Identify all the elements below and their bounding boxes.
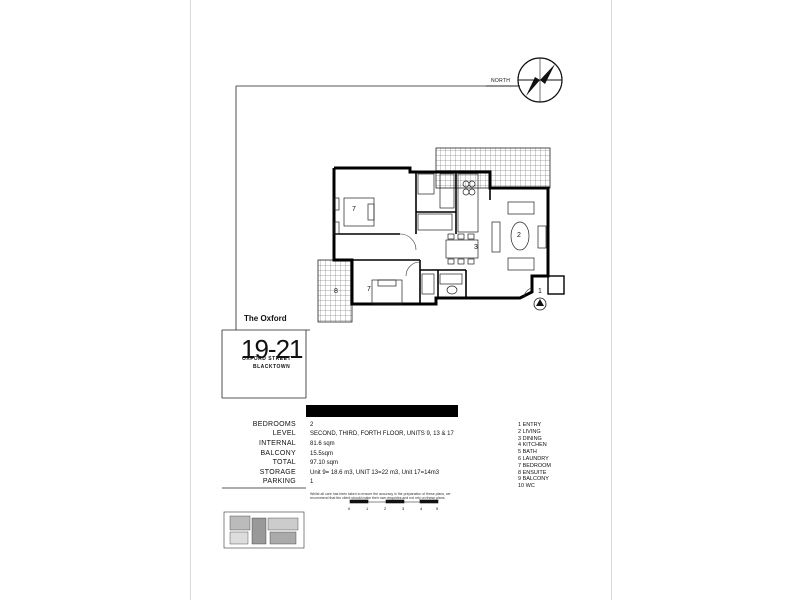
legend-item: 5 BATH (518, 449, 537, 456)
street-number: 19-21 (241, 334, 303, 364)
legend-item: 8 ENSUITE (518, 469, 547, 476)
bathroom-fixtures (421, 273, 463, 295)
compass-rose-icon (486, 57, 563, 103)
room-label-balcony: 8 (334, 288, 338, 295)
interior-walls (334, 172, 491, 304)
outer-walls (332, 166, 550, 306)
balcony-top (435, 147, 551, 189)
street-name: OXFORD STREET (242, 356, 292, 362)
living-furniture (491, 201, 547, 271)
kitchen-fixtures (417, 173, 479, 233)
detail-label-parking: PARKING (262, 478, 296, 485)
detail-value-internal: 81.6 sqm (310, 441, 335, 447)
scale-bar (349, 499, 439, 504)
balcony-left (317, 259, 353, 323)
detail-label-balcony: BALCONY (260, 450, 296, 457)
detail-value-total: 97.10 sqm (310, 460, 339, 466)
legend-item: 9 BALCONY (518, 476, 549, 483)
suburb-name: BLACKTOWN (253, 364, 291, 370)
legend-item: 6 LAUNDRY (518, 455, 549, 462)
room-label-living: 2 (517, 232, 521, 239)
dining-table (445, 233, 479, 265)
key-plan-thumbnail (223, 511, 305, 549)
project-name: The Oxford (244, 314, 287, 323)
legend-item: 1 ENTRY (518, 422, 542, 428)
detail-value-storage: Unit 9= 18.6 m3, UNIT 13=22 m3, Unit 17=… (310, 470, 440, 476)
scale-tick-label: 4 (420, 506, 423, 511)
bedroom-furniture (333, 197, 403, 305)
detail-label-storage: STORAGE (259, 469, 296, 476)
detail-label-bedrooms: BEDROOMS (252, 421, 296, 428)
room-label-bedroom-1: 7 (352, 206, 356, 213)
room-label-bedroom-2: 7 (367, 286, 371, 293)
legend-item: 2 LIVING (518, 428, 541, 435)
room-label-entry: 1 (538, 288, 542, 295)
scale-tick-label: 5 (436, 506, 439, 511)
scale-tick-label: 0 (348, 506, 351, 511)
detail-value-balcony: 15.5sqm (310, 451, 334, 457)
door-swings (399, 233, 533, 299)
room-label-dining: 3 (474, 244, 478, 251)
scale-tick-label: 1 (366, 506, 369, 511)
detail-value-level: SECOND, THIRD, FORTH FLOOR, UNITS 9, 13 … (310, 431, 454, 437)
detail-value-parking: 1 (310, 479, 314, 485)
detail-label-level: LEVEL (272, 430, 296, 437)
disclaimer-text: Whilst all care has been taken to ensure… (310, 492, 451, 500)
legend-item: 7 BEDROOM (518, 462, 552, 469)
entry-marker-icon (533, 275, 565, 311)
north-label: NORTH (491, 78, 511, 84)
unit-header-bar (306, 405, 458, 417)
room-legend: 1 ENTRY 2 LIVING 3 DINING 4 KITCHEN 5 BA… (518, 422, 551, 490)
detail-value-bedrooms: 2 (310, 422, 314, 428)
detail-label-internal: INTERNAL (258, 440, 296, 447)
scale-tick-label: 2 (384, 506, 387, 511)
legend-item: 3 DINING (518, 435, 542, 442)
scale-tick-label: 3 (402, 506, 405, 511)
legend-item: 10 WC (518, 483, 535, 490)
legend-item: 4 KITCHEN (518, 442, 547, 449)
detail-label-total: TOTAL (272, 459, 296, 466)
